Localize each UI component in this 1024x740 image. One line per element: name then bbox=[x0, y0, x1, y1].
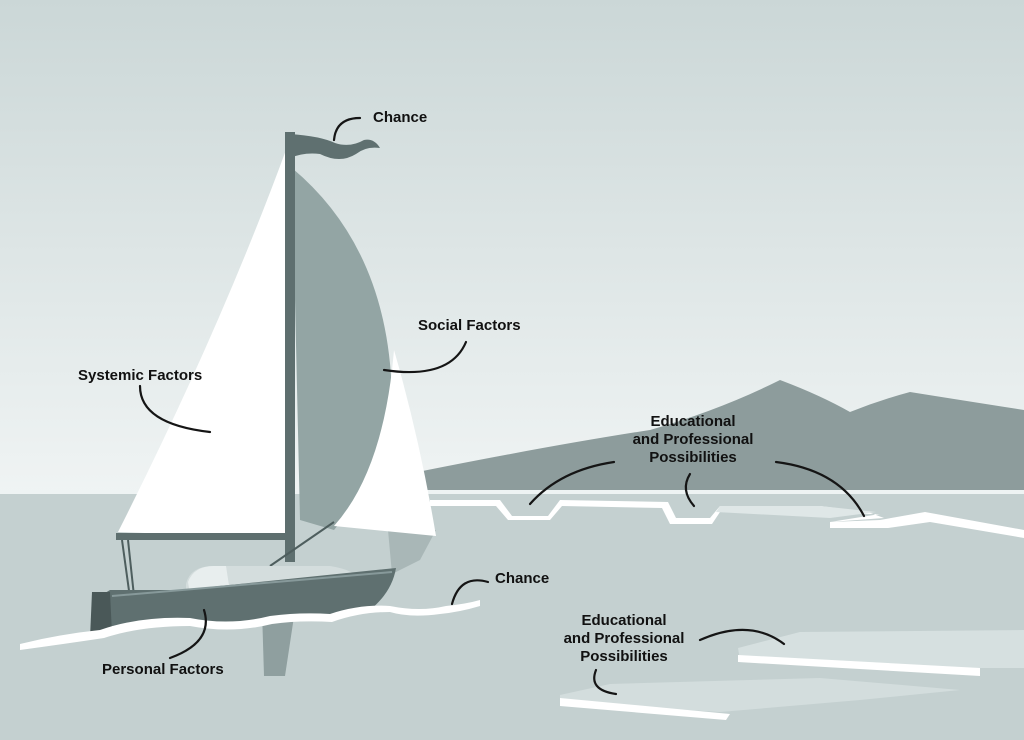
boom bbox=[116, 533, 292, 540]
hull-stripe bbox=[111, 571, 393, 597]
label-possibilities-near: Educational and Professional Possibiliti… bbox=[564, 612, 685, 666]
possibilities-far-line-1: Educational bbox=[650, 413, 736, 430]
jib-sail bbox=[334, 350, 436, 536]
label-social-factors: Social Factors bbox=[418, 317, 521, 334]
possibilities-near-line-1: Educational bbox=[581, 612, 667, 629]
boat-keel bbox=[262, 610, 295, 676]
rigging-lines bbox=[121, 521, 335, 599]
leader-lines bbox=[138, 116, 866, 696]
label-chance-wave: Chance bbox=[495, 570, 550, 587]
label-possibilities-far: Educational and Professional Possibiliti… bbox=[633, 413, 754, 467]
leader-personal-factors bbox=[168, 608, 207, 660]
mast bbox=[285, 132, 295, 562]
possibilities-far-line-3: Possibilities bbox=[649, 449, 737, 466]
leader-social-factors bbox=[382, 340, 468, 374]
possibilities-near-line-3: Possibilities bbox=[580, 648, 668, 665]
far-pier-surface bbox=[716, 506, 876, 518]
possibilities-far-line-2: and Professional bbox=[632, 431, 754, 448]
label-chance-flag: Chance bbox=[373, 109, 428, 126]
sail-reflection bbox=[388, 530, 436, 574]
leader-possibilities-near-right bbox=[698, 628, 786, 646]
mountain-range bbox=[0, 380, 1024, 500]
label-personal-factors: Personal Factors bbox=[102, 661, 224, 678]
main-sail bbox=[118, 150, 286, 538]
leader-systemic-factors bbox=[138, 384, 212, 434]
leader-possibilities-near-left bbox=[593, 668, 618, 696]
near-dock-upper-edge bbox=[738, 655, 980, 676]
leader-chance-flag bbox=[332, 116, 362, 142]
near-dock-lower-edge bbox=[560, 698, 730, 720]
label-systemic-factors: Systemic Factors bbox=[78, 367, 203, 384]
flag bbox=[290, 134, 380, 159]
leader-possibilities-far-mid bbox=[684, 472, 696, 508]
leader-possibilities-far-left bbox=[528, 460, 616, 506]
possibilities-near-line-2: and Professional bbox=[563, 630, 685, 647]
boat-wake bbox=[20, 600, 480, 650]
hull-stern bbox=[90, 592, 112, 638]
near-dock-lower bbox=[560, 678, 960, 712]
grey-sail bbox=[292, 168, 392, 530]
leader-possibilities-far-right bbox=[774, 460, 866, 518]
leader-chance-wave bbox=[450, 579, 490, 606]
